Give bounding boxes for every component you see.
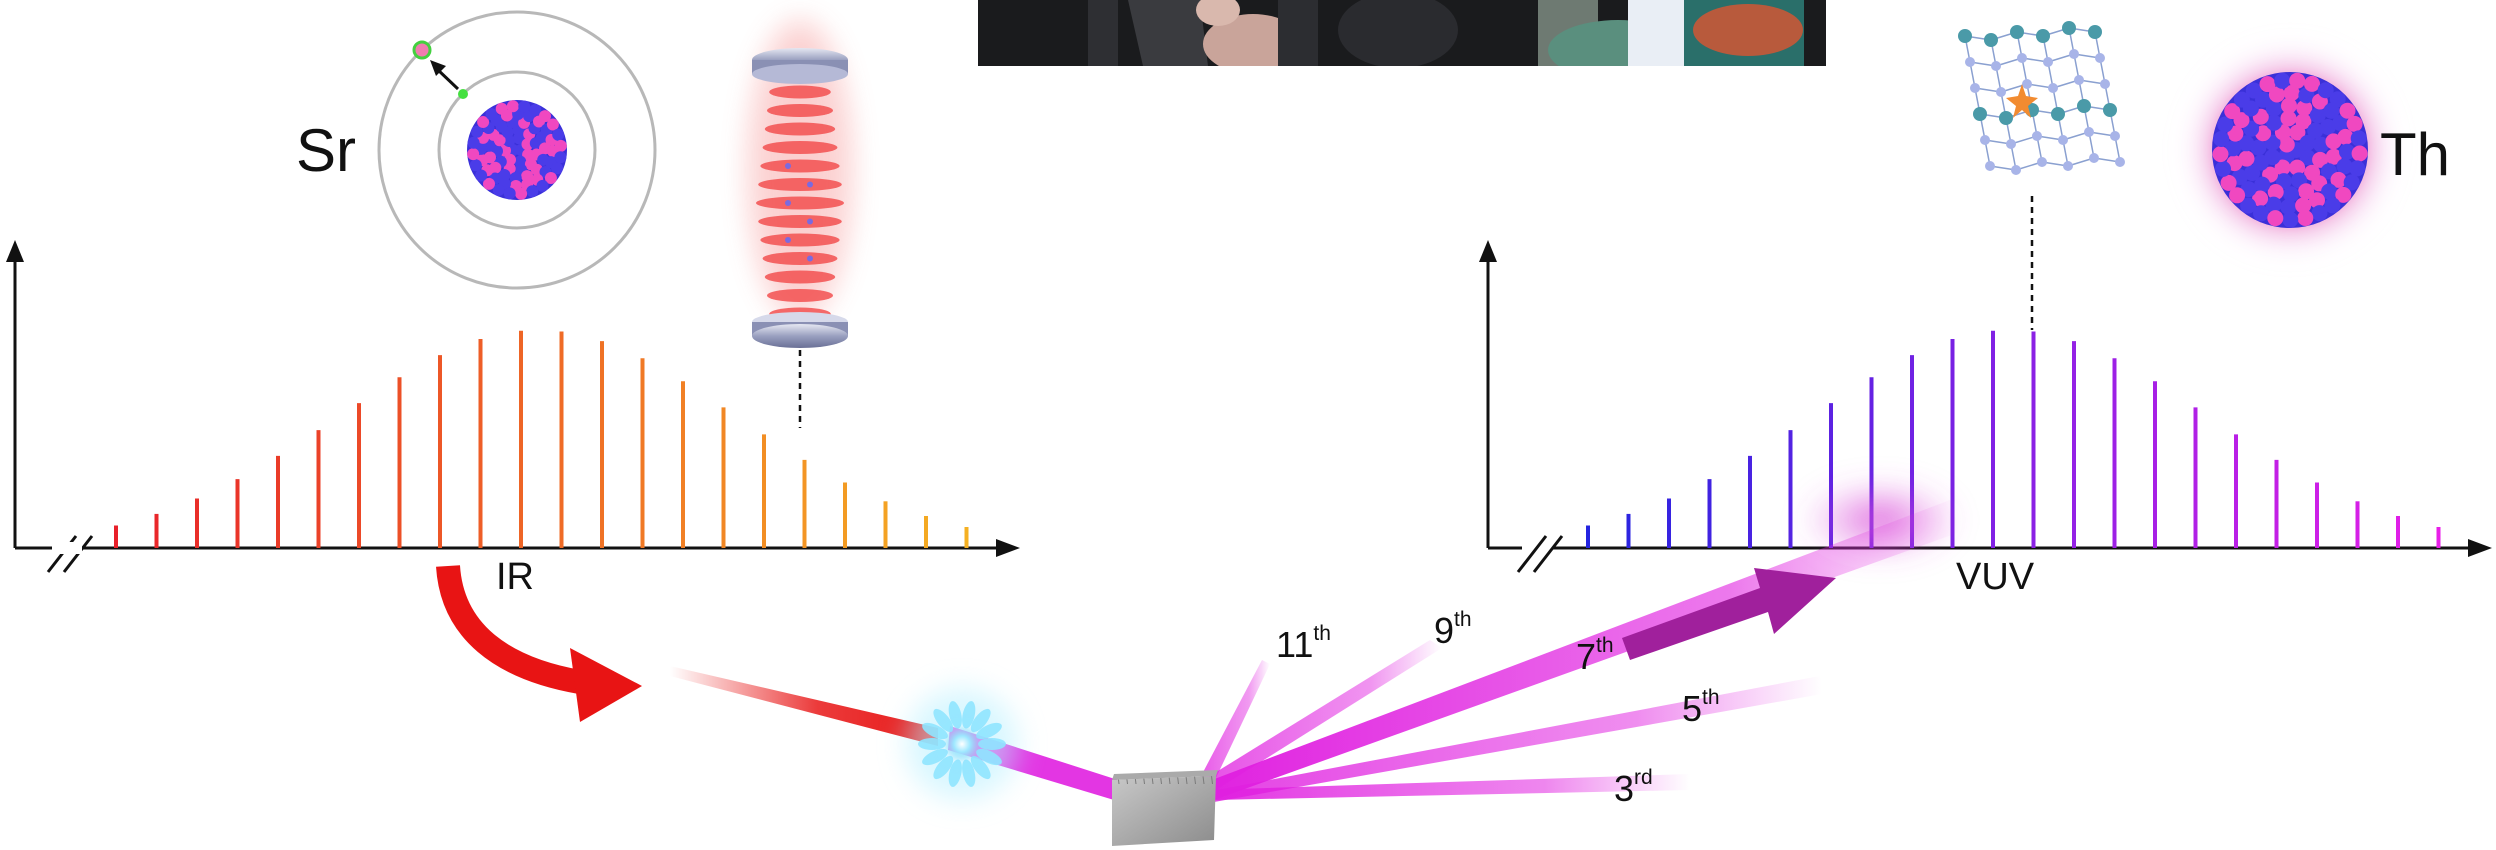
top-photo: [978, 0, 1826, 66]
crystal-lattice-icon: [1958, 21, 2125, 330]
optical-cavity-icon: [748, 20, 852, 428]
ir-axis-label: IR: [496, 556, 534, 598]
vuv-spectrum-axes: [1479, 240, 2492, 557]
vuv-frequency-comb: [1586, 330, 2441, 548]
ir-input-arrow: [436, 564, 642, 722]
solid-target-icon: [1112, 770, 1218, 846]
harmonic-7-label: 7th: [1576, 634, 1614, 677]
vuv-output-arrow: [1622, 568, 1836, 660]
ir-frequency-comb: [114, 330, 969, 548]
strontium-atom-icon: [377, 10, 657, 290]
harmonic-9-label: 9th: [1434, 608, 1472, 651]
harmonic-5-label: 5th: [1682, 686, 1720, 729]
harmonic-11-label: 11th: [1276, 622, 1331, 665]
strontium-label: Sr: [296, 117, 356, 184]
harmonic-3-label: 3rd: [1614, 766, 1653, 809]
plasma-spark-icon: [906, 688, 1018, 800]
ir-beam: [670, 666, 938, 746]
thorium-label: Th: [2380, 121, 2451, 188]
thorium-nucleus-icon: [2186, 46, 2394, 254]
vuv-axis-label: VUV: [1956, 556, 2035, 598]
